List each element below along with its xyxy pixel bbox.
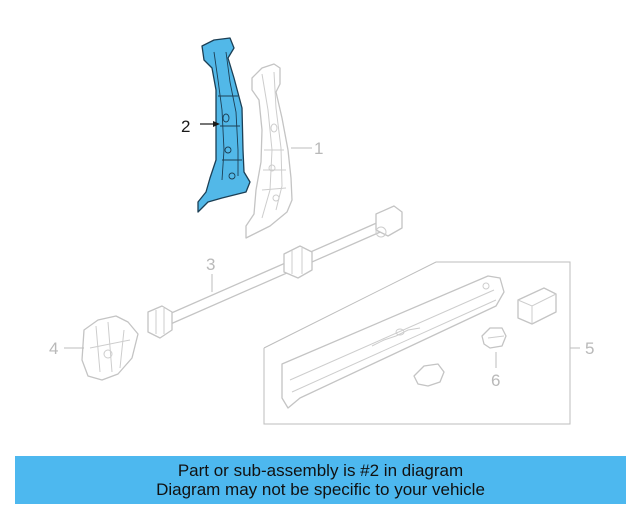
- info-banner: Part or sub-assembly is #2 in diagram Di…: [15, 456, 626, 504]
- part-1-center-pillar-outer[interactable]: [245, 63, 293, 239]
- part-bracket-right[interactable]: [517, 287, 557, 325]
- callout-6: 6: [491, 371, 500, 390]
- part-4-bracket[interactable]: [81, 315, 139, 381]
- parts-diagram: 1 2 3 4 5: [49, 37, 594, 425]
- part-clip-small[interactable]: [413, 363, 445, 387]
- part-2-pillar-reinforcement[interactable]: [197, 37, 251, 213]
- part-6-clip[interactable]: [481, 327, 507, 349]
- callout-5: 5: [585, 339, 594, 358]
- callout-3: 3: [206, 255, 215, 274]
- callout-2-arrow: [213, 121, 220, 127]
- part-3-cross-bar[interactable]: [147, 205, 403, 339]
- banner-line-1: Part or sub-assembly is #2 in diagram: [177, 461, 464, 480]
- part-5-rocker-panel[interactable]: [281, 275, 505, 409]
- banner-line-2: Diagram may not be specific to your vehi…: [156, 480, 485, 499]
- callout-4: 4: [49, 339, 58, 358]
- callout-1: 1: [314, 139, 323, 158]
- part-5-group-frame: [263, 261, 571, 425]
- callout-2: 2: [181, 117, 190, 136]
